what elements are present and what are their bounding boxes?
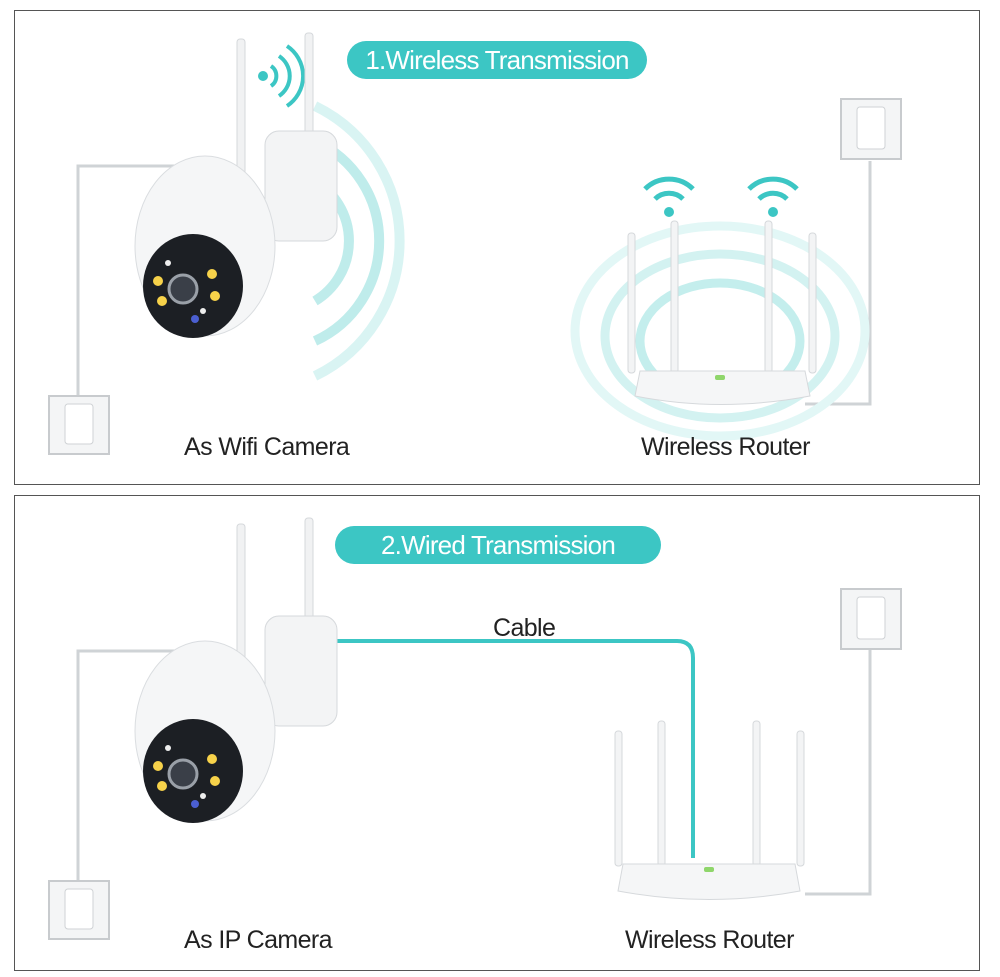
camera-caption: As Wifi Camera: [184, 433, 350, 461]
network-cable: [333, 639, 695, 858]
wireless-transmission-panel: 1.Wireless Transmission As Wifi Camera W…: [14, 10, 980, 485]
wireless-diagram-graphic: [48, 32, 902, 455]
panel-title-pill: 2.Wired Transmission: [335, 526, 661, 564]
camera-icon: [134, 517, 338, 823]
router-signal-waves: [570, 221, 870, 441]
camera-icon: [134, 32, 338, 338]
panel-title-pill: 1.Wireless Transmission: [347, 41, 647, 79]
power-outlet-icon: [840, 98, 902, 160]
camera-power-cable: [76, 164, 195, 401]
router-power-cable: [805, 646, 872, 896]
cable-caption: Cable: [493, 614, 556, 642]
wired-diagram-graphic: [48, 517, 902, 940]
camera-caption: As IP Camera: [184, 926, 333, 954]
power-outlet-icon: [48, 880, 110, 940]
router-icon: [614, 720, 805, 900]
camera-power-cable: [76, 649, 195, 886]
router-icon: [627, 220, 817, 405]
wired-transmission-panel: 2.Wired Transmission Cable As IP Camera …: [14, 495, 980, 971]
wifi-signal-icon: [258, 44, 306, 108]
wifi-signal-icon: [747, 176, 799, 217]
wifi-signal-icon: [643, 176, 695, 217]
power-outlet-icon: [48, 395, 110, 455]
router-caption: Wireless Router: [625, 926, 794, 954]
router-caption: Wireless Router: [641, 433, 810, 461]
power-outlet-icon: [840, 588, 902, 650]
